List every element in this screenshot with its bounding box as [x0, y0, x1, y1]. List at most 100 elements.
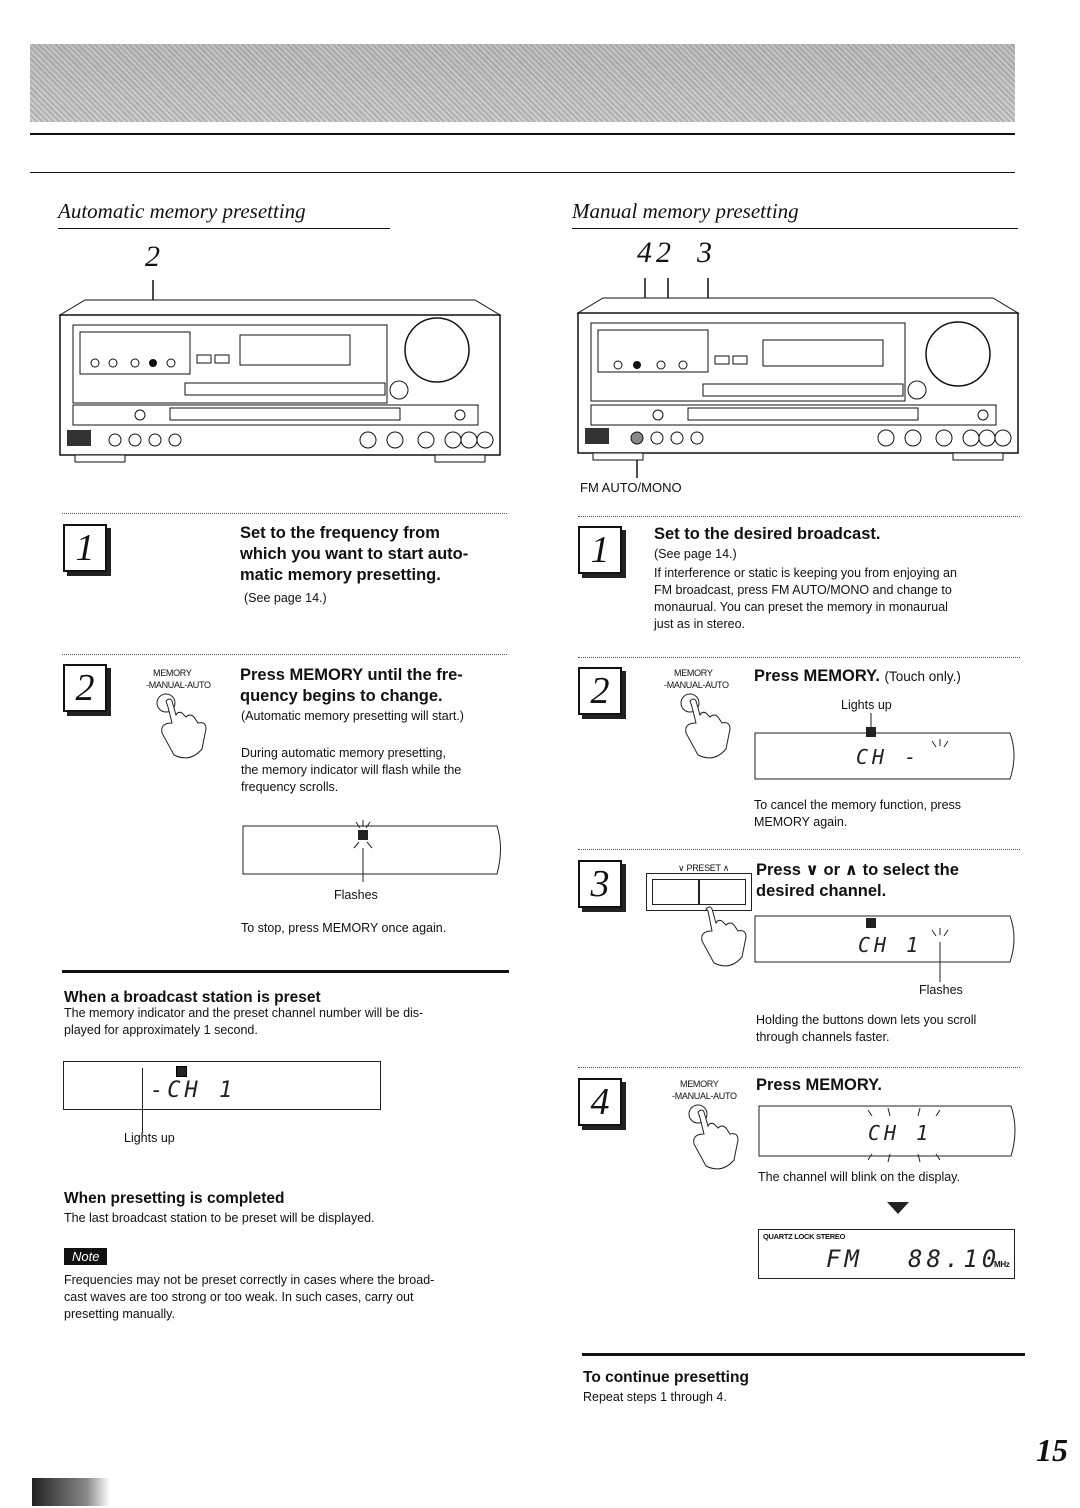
body-line: Holding the buttons down lets you scroll [756, 1013, 977, 1027]
memory-button-label: MEMORY [153, 668, 192, 678]
finger-press-icon [688, 1104, 739, 1170]
receiver-illustration-left [58, 280, 502, 463]
lcd-display-channel-select [754, 915, 1015, 982]
body-line: cast waves are too strong or too weak. I… [64, 1290, 414, 1304]
left-step1-title: Set to the frequency from which you want… [240, 523, 515, 586]
body-line: presetting manually. [64, 1307, 175, 1321]
divider [62, 654, 507, 655]
title-line: which you want to start auto- [240, 545, 469, 563]
corner-mark [32, 1478, 110, 1506]
body-line: The memory indicator and the preset chan… [64, 1006, 424, 1020]
right-step4-title: Press MEMORY. [756, 1076, 882, 1094]
body-line: just as in stereo. [654, 617, 746, 631]
continue-heading: To continue presetting [583, 1369, 749, 1386]
divider [578, 657, 1020, 658]
lcd-channel-readout: CH 1 [868, 1121, 933, 1145]
title-line: matic memory presetting. [240, 566, 441, 584]
body-line: frequency scrolls. [241, 780, 339, 794]
right-step2-body: To cancel the memory function, press MEM… [754, 797, 1024, 831]
divider [578, 1067, 1020, 1068]
title-text: Press MEMORY. [754, 667, 880, 685]
divider [62, 513, 507, 514]
header-rule [30, 133, 1015, 135]
lcd-display-memory [754, 713, 1015, 780]
body-line: MEMORY again. [754, 815, 848, 829]
right-callout-2: 2 [656, 236, 671, 269]
left-title-underline [58, 228, 390, 229]
lcd-frequency: 88.10 [908, 1245, 1001, 1273]
lights-up-label: Lights up [124, 1131, 175, 1145]
continue-body: Repeat steps 1 through 4. [583, 1390, 727, 1404]
stop-instruction: To stop, press MEMORY once again. [241, 921, 447, 935]
right-step3-title: Press ∨ or ∧ to select the desired chann… [756, 860, 959, 902]
note-badge: Note [64, 1248, 108, 1265]
preset-down-up-buttons [646, 873, 752, 911]
memory-button-label: MEMORY [680, 1079, 719, 1089]
title-line: Set to the frequency from [240, 524, 440, 542]
title-line: Press ∨ or ∧ to select the [756, 861, 959, 879]
body-line: through channels faster. [756, 1030, 890, 1044]
divider [578, 516, 1020, 517]
flashes-label: Flashes [334, 888, 378, 902]
preset-body: The memory indicator and the preset chan… [64, 1005, 514, 1039]
body-line: Frequencies may not be preset correctly … [64, 1273, 435, 1287]
lcd-display-final [758, 1229, 1015, 1279]
flashes-label: Flashes [919, 983, 963, 997]
step-box-3: 3 [578, 860, 622, 908]
right-callout-4: 4 [637, 236, 652, 269]
finger-press-icon [701, 906, 747, 967]
header-band [30, 44, 1015, 122]
step-number: 2 [590, 670, 610, 712]
memory-button-sublabel: -MANUAL-AUTO [146, 680, 211, 690]
divider [578, 849, 1020, 850]
step-box-2: 2 [578, 667, 622, 715]
arrow-down-icon [887, 1202, 909, 1214]
preset-down-button [652, 879, 700, 905]
title-line: quency begins to change. [240, 687, 443, 705]
step-number: 1 [75, 527, 95, 569]
left-step2-title: Press MEMORY until the fre- quency begin… [240, 665, 515, 707]
lights-up-label: Lights up [841, 698, 892, 712]
memory-button-sublabel: -MANUAL-AUTO [664, 680, 729, 690]
right-title-underline [572, 228, 1018, 229]
step-box-4: 4 [578, 1078, 622, 1126]
lcd-display-preset [63, 1061, 381, 1110]
step-number: 1 [590, 529, 610, 571]
lcd-channel-readout: CH - [856, 745, 921, 769]
left-section-title: Automatic memory presetting [58, 199, 306, 223]
step-box-2: 2 [63, 664, 107, 712]
top-rule [30, 172, 1015, 173]
step-number: 4 [590, 1081, 610, 1123]
blink-note: The channel will blink on the display. [758, 1170, 960, 1184]
body-line: FM broadcast, press FM AUTO/MONO and cha… [654, 583, 952, 597]
completed-body: The last broadcast station to be preset … [64, 1211, 375, 1225]
note-body: Frequencies may not be preset correctly … [64, 1272, 516, 1323]
memory-button-label: MEMORY [674, 668, 713, 678]
right-step2-title: Press MEMORY. (Touch only.) [754, 666, 961, 687]
preset-buttons-label: ∨ PRESET ∧ [678, 863, 730, 873]
section-rule [582, 1353, 1025, 1356]
step-number: 3 [590, 863, 610, 905]
lcd-display-flashing [242, 820, 501, 882]
body-line: If interference or static is keeping you… [654, 566, 957, 580]
step-box-1: 1 [63, 524, 107, 572]
lcd-band: FM [826, 1245, 863, 1273]
preset-channel-readout: -CH 1 [150, 1078, 237, 1103]
page-number: 15 [1036, 1432, 1068, 1468]
lcd-status-tags: QUARTZ LOCK STEREO [763, 1232, 846, 1241]
preset-up-button [698, 879, 746, 905]
lcd-channel-readout: CH 1 [858, 933, 923, 957]
fm-auto-mono-label: FM AUTO/MONO [580, 480, 682, 495]
left-step2-sub: (Automatic memory presetting will start.… [241, 709, 464, 723]
lcd-display-channel-blink [758, 1105, 1016, 1163]
body-line: the memory indicator will flash while th… [241, 763, 462, 777]
title-suffix: (Touch only.) [884, 669, 961, 684]
right-step1-body: If interference or static is keeping you… [654, 565, 1024, 633]
body-line: During automatic memory presetting, [241, 746, 446, 760]
left-step2-body: During automatic memory presetting, the … [241, 745, 509, 796]
title-line: Press MEMORY until the fre- [240, 666, 463, 684]
completed-heading: When presetting is completed [64, 1190, 285, 1207]
right-step1-sub: (See page 14.) [654, 547, 737, 561]
memory-button-sublabel: -MANUAL-AUTO [672, 1091, 737, 1101]
left-callout-2: 2 [145, 240, 160, 273]
